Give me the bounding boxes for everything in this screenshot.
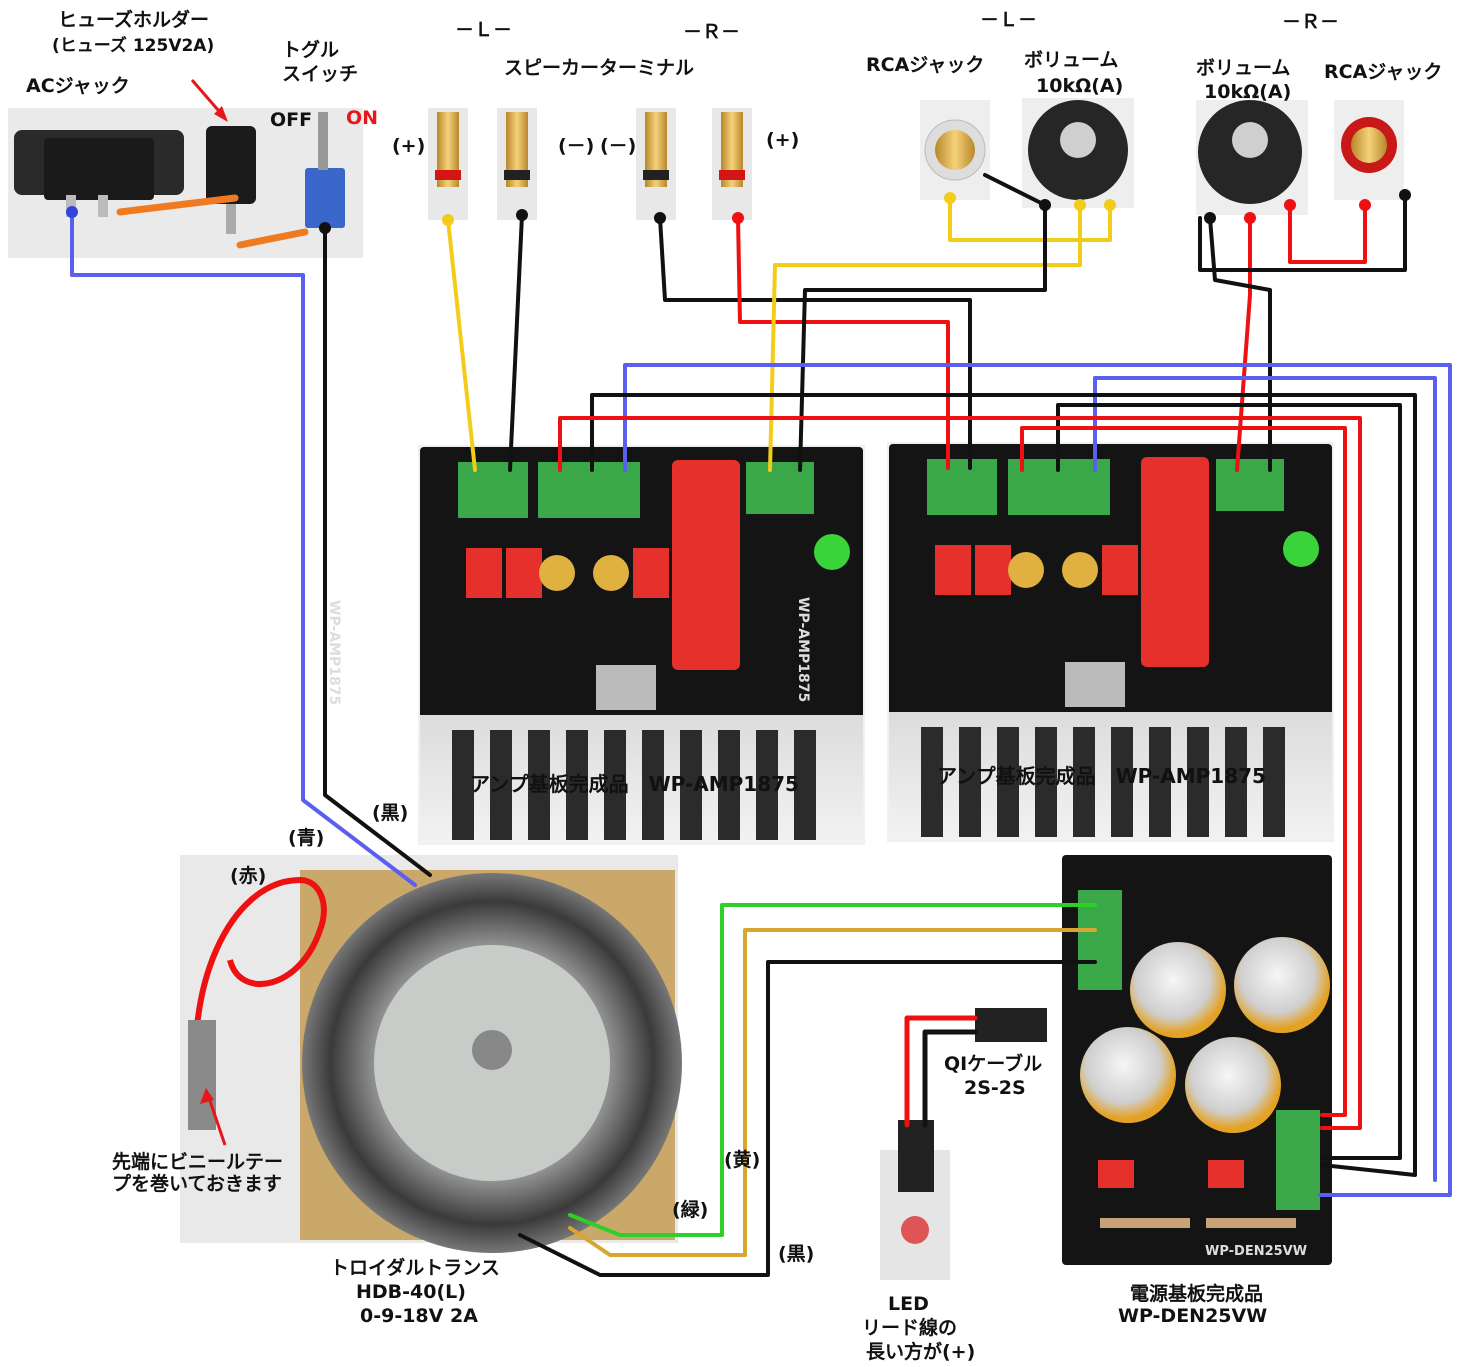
amp-board-L: WP-AMP1875	[326, 445, 865, 845]
amp-silk-model-R: WP-AMP1875	[795, 597, 811, 702]
label-tape-1: 先端にビニールテー	[112, 1151, 284, 1173]
label-off: OFF	[270, 109, 313, 131]
callout-arrows	[190, 79, 228, 1146]
label-led-1: LED	[888, 1293, 929, 1315]
label-plus-2: (+)	[766, 129, 800, 151]
rca-jack-R	[1334, 100, 1404, 200]
label-volume-R-2: 10kΩ(A)	[1204, 81, 1292, 103]
label-input-L: －Ｌ－	[980, 9, 1038, 31]
label-wire-black-1: (黒)	[372, 802, 409, 824]
label-psu-1: 電源基板完成品	[1130, 1283, 1264, 1305]
tape-arrow	[206, 1094, 227, 1146]
amp-silk-model-L: WP-AMP1875	[326, 600, 342, 705]
label-led-2: リード線の	[862, 1317, 958, 1339]
speaker-terminals	[428, 108, 752, 220]
psu-silk-model: WP-DEN25VW	[1205, 1244, 1307, 1259]
label-toggle-1: トグル	[282, 39, 340, 61]
label-volume-L-2: 10kΩ(A)	[1036, 75, 1124, 97]
amp-board-R: WP-AMP1875	[795, 442, 1334, 842]
label-wire-red: (赤)	[230, 865, 267, 887]
toroidal-transformer	[180, 855, 682, 1253]
speaker-terminal-R-minus	[636, 108, 676, 220]
volume-pot-R	[1196, 100, 1308, 215]
input-R	[1196, 100, 1404, 215]
label-rca-jack-L: RCAジャック	[866, 54, 985, 76]
volume-pot-L	[1022, 98, 1134, 208]
label-input-R: －Ｒ－	[1282, 11, 1340, 33]
label-fuse-holder: ヒューズホルダー	[58, 9, 210, 31]
label-qi-1: QIケーブル	[944, 1053, 1043, 1075]
label-tape-2: プを巻いておきます	[112, 1173, 282, 1195]
label-psu-2: WP-DEN25VW	[1118, 1305, 1268, 1327]
speaker-terminal-L-plus	[428, 108, 468, 220]
terminal-dots	[66, 189, 1411, 234]
led	[880, 1120, 950, 1280]
label-trans-1: トロイダルトランス	[330, 1257, 500, 1279]
label-volume-R-1: ボリューム	[1196, 57, 1291, 79]
label-fuse-spec: (ヒューズ 125V2A)	[52, 36, 215, 56]
label-led-3: 長い方が(+)	[866, 1341, 976, 1363]
label-trans-2: HDB-40(L)	[356, 1281, 466, 1303]
label-trans-3: 0-9-18V 2A	[360, 1305, 478, 1327]
label-volume-L-1: ボリューム	[1024, 49, 1119, 71]
speaker-terminal-L-minus	[497, 108, 537, 220]
label-speaker-L: －Ｌ－	[455, 19, 513, 41]
label-minus-1: (－)	[558, 135, 595, 157]
toggle-switch	[305, 112, 345, 228]
label-minus-2: (－)	[600, 135, 637, 157]
label-wire-green: (緑)	[672, 1199, 709, 1221]
label-toggle-2: スイッチ	[282, 63, 359, 85]
label-rca-jack-R: RCAジャック	[1324, 61, 1443, 83]
label-wire-blue: (青)	[288, 827, 325, 849]
power-input-photo	[8, 108, 363, 258]
fuse-holder	[206, 126, 256, 234]
label-wire-black-2: (黒)	[778, 1243, 815, 1265]
speaker-terminal-R-plus	[712, 108, 752, 220]
label-ac-jack: ACジャック	[26, 75, 130, 97]
input-L	[920, 98, 1134, 208]
label-wire-yellow: (黄)	[724, 1149, 761, 1171]
psu-board: WP-DEN25VW	[1062, 855, 1332, 1265]
label-plus-1: (+)	[392, 135, 426, 157]
wires	[70, 173, 1452, 1277]
rca-jack-L	[920, 100, 990, 200]
label-qi-2: 2S-2S	[964, 1077, 1026, 1099]
label-speaker-terminal: スピーカーターミナル	[504, 57, 695, 79]
label-speaker-R: －Ｒ－	[683, 21, 741, 43]
label-on: ON	[346, 107, 379, 129]
label-amp-board-L: アンプ基板完成品 WP-AMP1875	[470, 772, 799, 796]
ac-jack	[14, 130, 184, 217]
qi-cable-connector	[975, 1008, 1047, 1042]
label-amp-board-R: アンプ基板完成品 WP-AMP1875	[937, 764, 1266, 788]
